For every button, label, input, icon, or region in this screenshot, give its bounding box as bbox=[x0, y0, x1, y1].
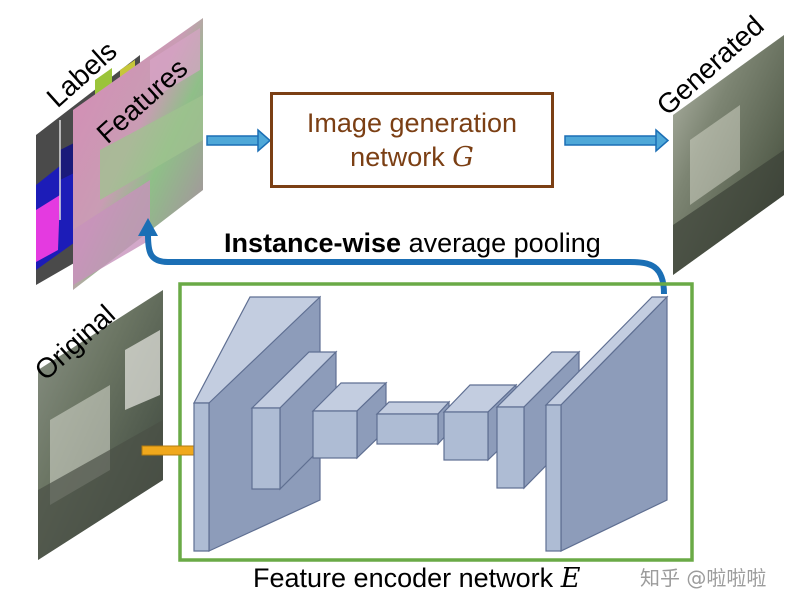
pooling-feedback-arrow bbox=[138, 218, 667, 295]
generator-box: Image generation network G bbox=[270, 92, 554, 188]
arrow-generator-to-generated bbox=[564, 128, 670, 153]
encoder-box bbox=[178, 282, 694, 562]
encoder-layers bbox=[193, 295, 669, 552]
pooling-label: Instance-wise average pooling bbox=[224, 228, 601, 259]
encoder-label-text: Feature encoder network bbox=[253, 563, 554, 593]
features-map-image bbox=[73, 18, 203, 290]
generator-line2: network G bbox=[350, 140, 474, 175]
encoder-symbol: E bbox=[560, 563, 581, 594]
arrow-features-to-generator bbox=[206, 128, 272, 153]
generator-line2-text: network bbox=[350, 141, 445, 172]
pooling-label-rest: average pooling bbox=[408, 228, 601, 258]
generator-symbol: G bbox=[452, 141, 474, 173]
pooling-label-bold: Instance-wise bbox=[224, 228, 402, 258]
watermark: 知乎 @啦啦啦 bbox=[640, 566, 767, 590]
generator-line1: Image generation bbox=[306, 107, 518, 138]
generated-photo-image bbox=[673, 35, 784, 275]
original-photo-image bbox=[38, 290, 163, 560]
encoder-label: Feature encoder network E bbox=[253, 563, 580, 594]
